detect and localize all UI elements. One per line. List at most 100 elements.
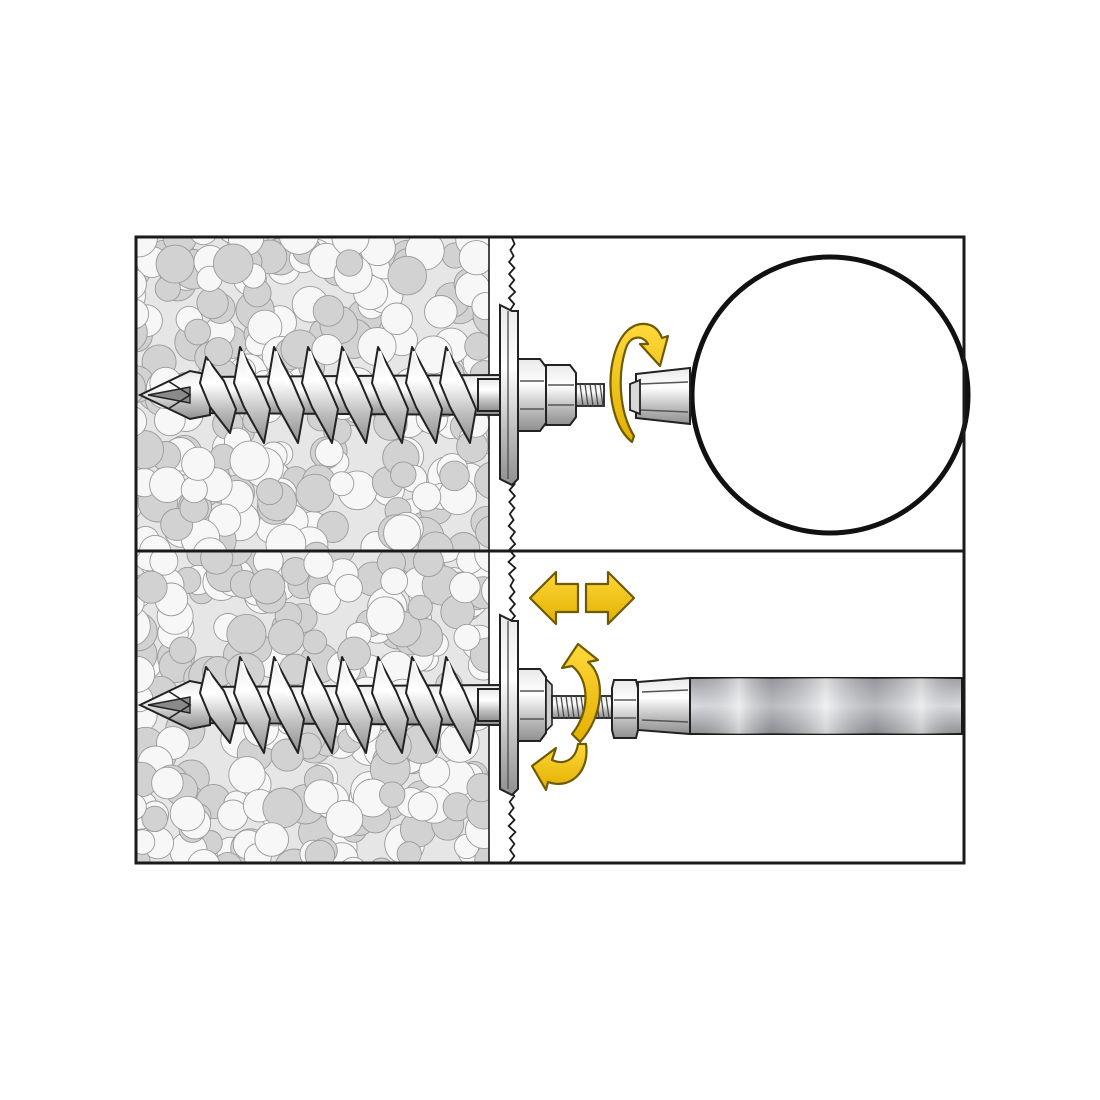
insulation-bead [268,618,305,656]
insulation-bead [407,791,438,822]
pipe-circle [689,254,971,536]
insulation-bead [439,460,470,492]
insulation-bead [137,299,150,329]
insulation-bead [314,438,344,467]
insulation-bead [303,541,330,550]
insulation-bead [139,534,172,550]
insulation-bead [380,567,409,596]
insulation-bead [329,471,355,497]
insulation-bead [380,302,413,336]
screw-thread [233,346,271,444]
insulation-bead [254,822,289,857]
screw-anchor-bottom [137,613,553,797]
arrow-left-icon [528,570,580,626]
screw-thread [199,356,237,434]
insulation-bead [295,473,335,513]
screw-thread [439,346,477,444]
arrow-right-icon [584,570,636,626]
insulation-bead [383,514,422,550]
insulation-bead [137,793,147,820]
insulation-bead [137,570,168,604]
insulation-bead [371,857,392,862]
insulation-bead [184,318,212,346]
insulation-beads-bottom [137,552,489,862]
insulation-bead [335,249,364,277]
insulation-bead [337,636,371,671]
insulation-bead [168,636,197,664]
insulation-bead [247,309,283,345]
insulation-bead [334,573,363,603]
rotate-arrow-upper-icon [560,642,601,744]
screw-thread [335,346,373,444]
screw-thread [267,346,305,444]
insulation-bead [190,238,217,246]
insulation-bead [474,461,489,499]
screw-thread [405,346,443,444]
insulation-bead [387,255,427,296]
insulation-bead [262,787,304,829]
insulation-bead [475,515,489,549]
screw-thread [405,656,443,754]
insulation-bead [278,238,319,255]
insulation-bead [155,244,195,284]
rotate-arrow-lower-icon [530,742,588,792]
insulation-bead [411,482,442,512]
rod-nuts-bottom [611,676,691,739]
insulation-bead [256,478,284,506]
insulation-bead [149,552,179,576]
insulation-bead [137,371,146,403]
screw-anchor-top [137,303,605,487]
insulation-bead [141,805,168,833]
insulation-bead [312,295,345,327]
insulation-bead [342,856,365,862]
insulation-bead [228,756,266,794]
insulation-bead [214,851,242,862]
screw-thread [233,656,271,754]
screw-thread [371,346,409,444]
insulation-bead [302,629,328,655]
insulation-bead [464,332,489,361]
insulation-bead [325,799,364,838]
insulation-bead [226,613,267,655]
insulation-bead [151,766,184,800]
hex-nut [517,358,547,432]
insulation-bead [249,568,286,605]
hex-nut [517,668,547,742]
insulation-bead [412,552,444,578]
insulation-bead [424,295,458,329]
flat-bar [689,677,963,735]
top-panel [137,254,971,536]
screw-thread [371,656,409,754]
insulation-bead [396,841,422,862]
insulation-bead [137,269,147,300]
insulation-bead [137,655,156,693]
screw-thread [199,666,237,744]
insulation-bead [229,440,270,481]
insulation-bead [149,466,186,503]
insulation-bead [169,795,206,832]
insulation-bead [265,523,307,550]
insulation-bead [196,286,229,320]
washer-plate [499,613,519,797]
screw-thread [267,656,305,754]
insulation-bead [390,461,417,488]
insulation-bead [212,243,254,285]
insulation-bead [449,571,481,604]
double-horizontal-arrow-icon [528,570,636,626]
insulation-bead [471,292,489,321]
lock-nut [545,364,577,426]
insulation-bead [466,772,489,803]
clamp-coupling-top [629,366,691,426]
insulation-bead [407,594,433,620]
insulation-bead [304,839,336,862]
rotate-arrow-icon [609,322,670,444]
insulation-bead [453,623,481,651]
insulation-bead [204,337,233,366]
washer-plate [499,303,519,487]
insulation-bead [193,537,228,550]
insulation-bead [458,240,489,276]
insulation-bead [137,552,141,558]
insulation-bead [366,596,405,635]
